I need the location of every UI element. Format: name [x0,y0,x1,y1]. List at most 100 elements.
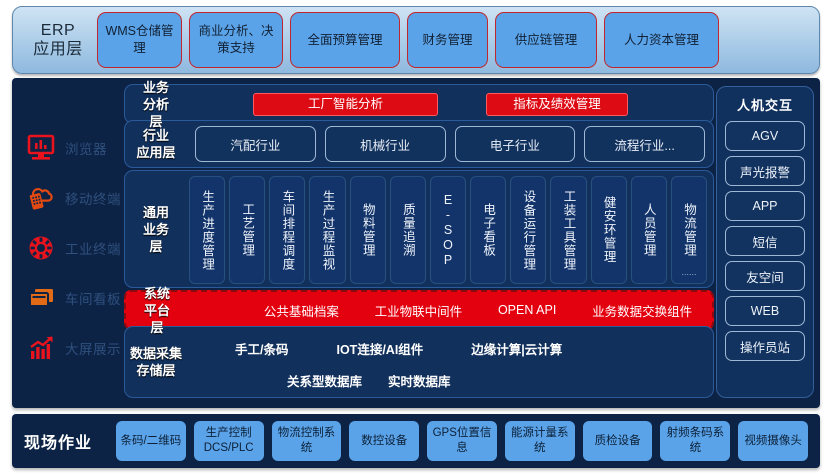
general-business-label: 通用 业务 层 [125,171,187,287]
business-analysis-label-line2: 分析 [142,96,169,112]
erp-module-wms[interactable]: WMS仓储管理 [97,12,182,68]
gear-circle-icon [29,236,53,260]
gb-item-personnel-mgmt[interactable]: 人员管理 [630,176,667,284]
data-acquisition-label: 数据采集 存储层 [125,327,187,397]
hmi-item-audible-alarm[interactable]: 声光报警 [725,156,805,186]
gb-item-production-monitor[interactable]: 生产过程监视 [309,176,346,284]
industry-application-band: 行业 应用层 汽配行业 机械行业 电子行业 流程行业... [124,120,714,168]
gb-item-tooling-mgmt[interactable]: 工装工具管理 [550,176,587,284]
ia-item-electronics[interactable]: 电子行业 [454,126,576,162]
general-business-items: 生产进度管理 工艺管理 车间排程调度 生产过程监视 物料管理 质量追溯 E-SO… [189,176,711,284]
hmi-item-agv[interactable]: AGV [725,121,805,151]
erp-module-bi[interactable]: 商业分析、决策支持 [189,12,283,68]
system-platform-label-line2: 平台 [143,302,170,318]
gb-item-production-progress[interactable]: 生产进度管理 [189,176,226,284]
erp-module-hr[interactable]: 人力资本管理 [604,12,719,68]
business-analysis-label: 业务 分析 层 [125,80,187,129]
system-platform-band: 系统 平台 层 公共基础档案 工业物联中间件 OPEN API 业务数据交换组件 [124,286,714,335]
hmi-item-app[interactable]: APP [725,191,805,221]
business-analysis-label-line1: 业务 [142,79,169,95]
rail-item-browser[interactable]: 浏览器 [26,130,124,166]
rail-item-workshop-kanban[interactable]: 车间看板 [26,280,124,316]
da-item-edge-cloud[interactable]: 边缘计算|云计算 [471,343,563,357]
field-item-inspection-equipment[interactable]: 质检设备 [582,421,653,461]
kanban-board-icon [29,289,53,307]
rail-item-large-screen[interactable]: 大屏展示 [26,330,124,366]
erp-layer-label-line2: 应用层 [33,41,83,58]
field-item-dcs-plc[interactable]: 生产控制DCS/PLC [193,421,264,461]
field-item-energy-metering[interactable]: 能源计量系统 [504,421,575,461]
field-item-rfid-barcode[interactable]: 射频条码系统 [660,421,731,461]
field-item-video-camera[interactable]: 视频摄像头 [738,421,809,461]
field-item-cnc-equipment[interactable]: 数控设备 [349,421,420,461]
rail-item-industrial-terminal[interactable]: 工业终端 [26,230,124,266]
erp-module-budget[interactable]: 全面预算管理 [290,12,400,68]
gb-item-material-mgmt[interactable]: 物料管理 [349,176,386,284]
business-analysis-label-line3: 层 [149,113,163,129]
da-item-iot-ai[interactable]: IOT连接/AI组件 [336,343,424,357]
data-acquisition-items: 手工/条码 IOT连接/AI组件 边缘计算|云计算 关系型数据库 实时数据库 [191,327,709,397]
field-operations-items: 条码/二维码 生产控制DCS/PLC 物流控制系统 数控设备 GPS位置信息 能… [116,421,809,461]
gb-item-hse-mgmt[interactable]: 健安环管理 [590,176,627,284]
gb-item-equipment-ops[interactable]: 设备运行管理 [510,176,547,284]
erp-layer-label-line1: ERP [40,22,76,39]
human-machine-interaction-rail: 人机交互 AGV 声光报警 APP 短信 友空间 WEB 操作员站 [716,86,814,398]
erp-module-supply[interactable]: 供应链管理 [495,12,597,68]
gb-item-logistics-mgmt[interactable]: 物流管理 ...... [670,176,708,284]
monitor-chart-icon [27,134,55,160]
general-business-band: 通用 业务 层 生产进度管理 工艺管理 车间排程调度 生产过程监视 物料管理 质… [124,170,714,288]
hmi-rail-title: 人机交互 [736,98,793,113]
da-item-realtime-db[interactable]: 实时数据库 [388,375,451,389]
field-item-barcode-qr[interactable]: 条码/二维码 [116,421,186,461]
rail-label-large-screen: 大屏展示 [65,342,121,357]
hmi-item-youspace[interactable]: 友空间 [725,261,805,291]
general-business-label-line2: 业务 [142,221,169,237]
ia-item-auto-parts[interactable]: 汽配行业 [195,126,316,162]
sp-item-open-api[interactable]: OPEN API [497,303,557,317]
industry-application-label-line1: 行业 [142,128,169,143]
gb-item-process-mgmt[interactable]: 工艺管理 [229,176,266,284]
business-analysis-items: 工厂智能分析 指标及绩效管理 [191,85,711,123]
da-item-relational-db[interactable]: 关系型数据库 [287,375,363,389]
sp-item-data-exchange[interactable]: 业务数据交换组件 [592,304,693,319]
data-acquisition-row-2: 关系型数据库 实时数据库 [287,371,451,390]
gb-item-logistics-label: 物流管理 [681,203,696,257]
sp-item-common-archive[interactable]: 公共基础档案 [263,304,339,319]
rail-label-mobile-terminal: 移动终端 [65,192,121,207]
general-business-label-line1: 通用 [142,204,169,220]
industry-application-label: 行业 应用层 [125,121,187,167]
gb-item-workshop-scheduling[interactable]: 车间排程调度 [269,176,306,284]
rail-item-mobile-terminal[interactable]: 移动终端 [26,180,124,216]
gb-item-esop[interactable]: E-SOP [429,176,467,284]
hmi-item-web[interactable]: WEB [725,296,805,326]
field-operations-bar: 现场作业 条码/二维码 生产控制DCS/PLC 物流控制系统 数控设备 GPS位… [12,414,820,468]
layer-stack: 业务 分析 层 工厂智能分析 指标及绩效管理 行业 应用层 汽配行业 机械行业 [124,78,714,408]
sp-item-iiot-middleware[interactable]: 工业物联中间件 [374,304,463,319]
field-item-logistics-control[interactable]: 物流控制系统 [271,421,342,461]
ia-item-process[interactable]: 流程行业... [584,126,705,162]
business-analysis-band: 业务 分析 层 工厂智能分析 指标及绩效管理 [124,80,714,129]
da-item-manual-barcode[interactable]: 手工/条码 [235,343,289,357]
platform-main-panel: 浏览器 移动终端 [12,78,820,408]
hmi-item-operator-station[interactable]: 操作员站 [725,331,805,361]
ba-item-kpi-performance[interactable]: 指标及绩效管理 [486,92,628,116]
data-acquisition-label-line2: 存储层 [136,363,176,378]
data-acquisition-label-line1: 数据采集 [129,346,182,361]
trending-chart-icon [30,336,53,359]
mobile-cloud-icon [29,188,53,210]
rail-label-industrial-terminal: 工业终端 [65,242,121,257]
ba-item-factory-intelligence[interactable]: 工厂智能分析 [253,92,438,116]
gb-item-electronic-kanban[interactable]: 电子看板 [470,176,507,284]
field-operations-label: 现场作业 [24,435,93,452]
erp-application-layer-bar: ERP 应用层 WMS仓储管理 商业分析、决策支持 全面预算管理 财务管理 供应… [12,6,820,74]
gb-item-quality-trace[interactable]: 质量追溯 [389,176,426,284]
ia-item-machinery[interactable]: 机械行业 [324,126,446,162]
field-item-gps-location[interactable]: GPS位置信息 [427,421,497,461]
erp-module-finance[interactable]: 财务管理 [407,12,488,68]
client-channel-rail: 浏览器 移动终端 [12,78,124,408]
system-platform-label: 系统 平台 层 [126,286,188,335]
industry-application-label-line2: 应用层 [136,145,176,160]
data-acquisition-band: 数据采集 存储层 手工/条码 IOT连接/AI组件 边缘计算|云计算 关系型数据… [124,326,714,398]
hmi-item-sms[interactable]: 短信 [725,226,805,256]
rail-label-browser: 浏览器 [65,142,107,157]
